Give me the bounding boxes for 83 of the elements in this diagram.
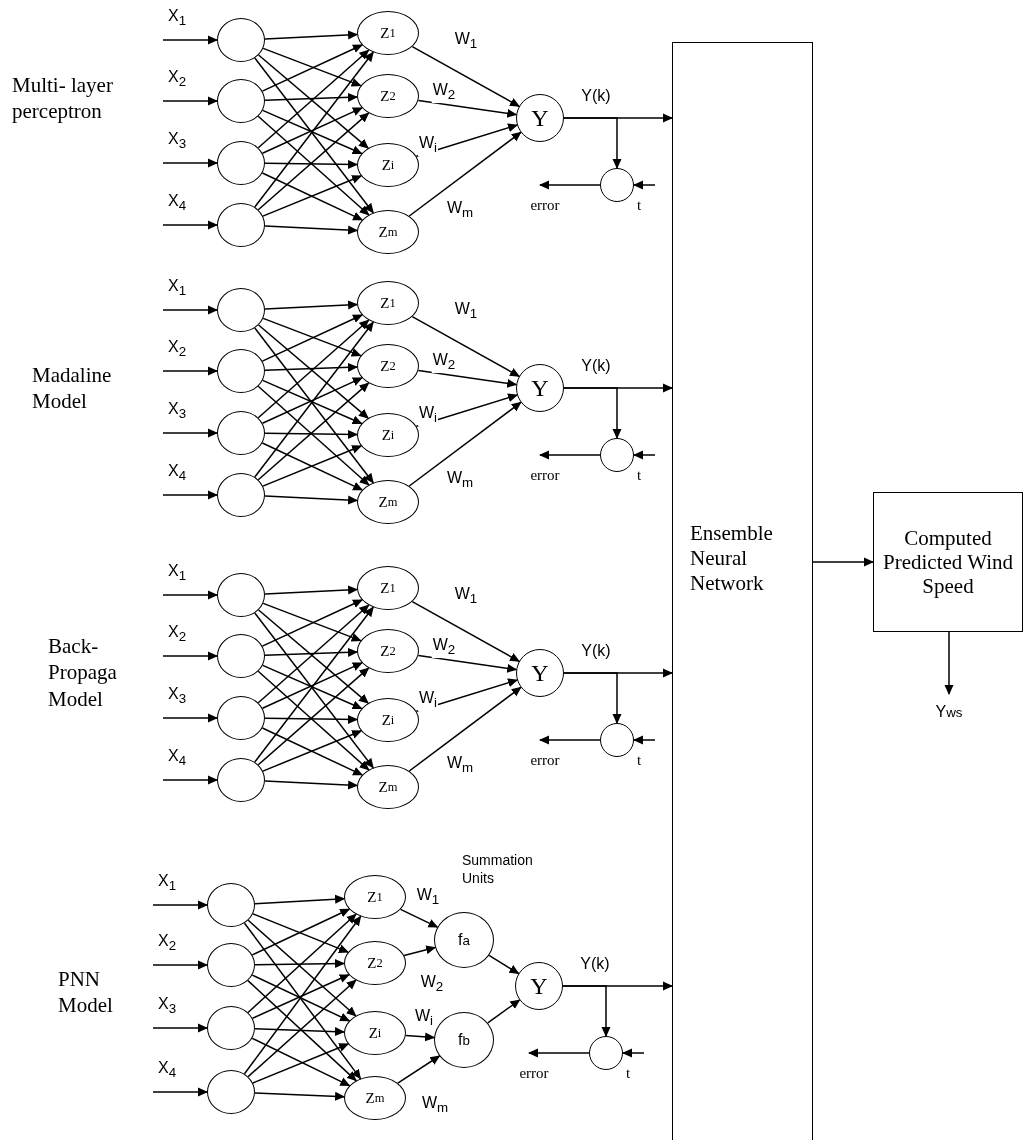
arrow	[562, 985, 611, 1037]
edge-label: Y(k)	[580, 357, 612, 375]
arrow	[254, 959, 345, 969]
arrow	[397, 1055, 441, 1084]
arrow	[408, 131, 522, 217]
arrow	[264, 585, 359, 595]
arrow	[264, 159, 358, 169]
arrow	[539, 735, 601, 745]
model-title: PNN Model	[58, 966, 114, 1019]
arrow	[264, 92, 358, 102]
arrow	[408, 401, 522, 487]
arrow	[162, 96, 218, 106]
edge-label: Y(k)	[579, 955, 611, 973]
output-block-box: Computed Predicted Wind Speed	[873, 492, 1023, 632]
arrow	[411, 315, 520, 378]
arrow	[152, 1023, 208, 1033]
arrow	[251, 1037, 351, 1087]
arrow	[264, 780, 359, 790]
arrow	[162, 590, 218, 600]
arrow	[162, 713, 218, 723]
arrow	[399, 908, 439, 928]
arrow	[539, 450, 601, 460]
arrow	[417, 369, 518, 388]
edge-label: W$_{2}$	[431, 81, 457, 103]
arrow	[633, 450, 656, 460]
arrow	[162, 490, 218, 500]
arrow	[152, 960, 208, 970]
arrow	[162, 158, 218, 168]
arrow	[417, 654, 518, 673]
arrow	[264, 300, 359, 310]
arrow	[528, 1048, 590, 1058]
arrow	[162, 651, 218, 661]
arrow	[408, 686, 522, 772]
arrow	[264, 495, 359, 505]
ensemble-network-block-box: Ensemble Neural Network	[672, 42, 813, 1140]
arrow	[162, 366, 218, 376]
arrow	[254, 894, 346, 905]
edge-label: W$_{2}$	[431, 636, 457, 658]
arrow	[622, 1048, 645, 1058]
arrow	[264, 714, 358, 724]
arrow	[162, 775, 218, 785]
arrow	[633, 735, 656, 745]
arrow	[264, 362, 358, 372]
arrow	[487, 999, 521, 1024]
arrow	[162, 428, 218, 438]
model-title: Back- Propaga Model	[48, 633, 118, 712]
arrow	[152, 900, 208, 910]
arrow	[254, 1091, 346, 1101]
arrow	[563, 672, 622, 724]
arrow	[405, 1032, 436, 1042]
arrow	[563, 387, 622, 439]
edge-label: W$_{2}$	[431, 351, 457, 373]
arrow	[264, 225, 359, 235]
arrow	[415, 123, 519, 157]
arrow	[411, 600, 520, 663]
arrow	[415, 393, 519, 427]
arrow	[264, 30, 359, 40]
arrow	[944, 631, 954, 695]
arrow	[252, 1043, 350, 1084]
arrow	[403, 945, 437, 957]
arrow	[563, 117, 622, 169]
edge-label: W$_{i}$	[417, 404, 439, 426]
arrow	[415, 678, 519, 712]
arrow	[812, 557, 874, 567]
arrow	[633, 180, 656, 190]
arrow	[488, 954, 520, 975]
edge-label: Y(k)	[580, 87, 612, 105]
arrow	[264, 647, 358, 657]
model-title: Multi- layer perceptron	[12, 72, 114, 125]
arrow	[417, 99, 518, 118]
arrow	[162, 220, 218, 230]
arrow	[264, 429, 358, 439]
edge-label: W$_{i}$	[417, 689, 439, 711]
arrow	[152, 1087, 208, 1097]
edge-label: Y(k)	[580, 642, 612, 660]
arrow	[254, 1027, 345, 1037]
arrow	[411, 45, 520, 108]
arrow	[539, 180, 601, 190]
model-title: Madaline Model	[32, 362, 113, 415]
annotation-text: Summation Units	[462, 852, 534, 887]
arrow	[162, 35, 218, 45]
edge-label: W$_{i}$	[417, 134, 439, 156]
arrow	[162, 305, 218, 315]
